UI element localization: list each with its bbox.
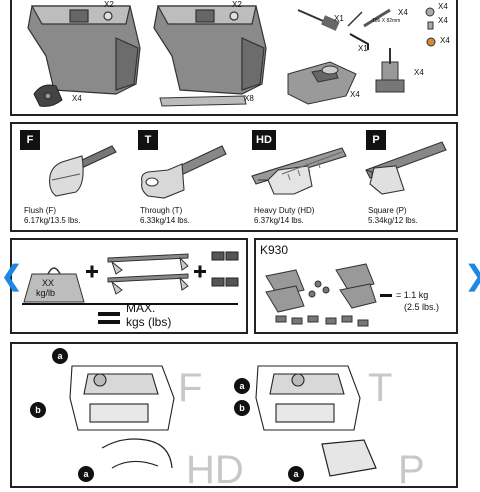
weight-unit-line1: XX (42, 278, 55, 288)
callout-a-through: a (234, 378, 250, 394)
small-hardware (425, 7, 436, 47)
foot-pad-1 (27, 5, 141, 95)
max-unit-label: kgs (lbs) (126, 315, 172, 329)
next-slide-button[interactable]: ❯ (464, 258, 480, 294)
kit-weight-line2: (2.5 lbs.) (404, 302, 440, 312)
qty-rod: X4 (398, 8, 408, 17)
kit-hardware (275, 280, 369, 327)
bracket-bolt (375, 48, 405, 93)
callout-b-flush: b (30, 402, 46, 418)
bar-weight-flush: 6.17kg/13.5 lbs. (24, 216, 81, 225)
bar-name-heavy-duty: Heavy Duty (HD) (254, 206, 315, 215)
tool-handle (297, 9, 363, 31)
max-load-panel: XX kg/lb MAX. kgs (lbs) (10, 238, 248, 334)
bar-weight-through: 6.33kg/14 lbs. (140, 216, 190, 225)
qty-knob: X4 (72, 94, 82, 103)
qty-tool: X1 (334, 14, 344, 23)
fit-letter-through: T (368, 366, 393, 410)
badge-flush: F (20, 130, 40, 150)
callout-b-through: b (234, 400, 250, 416)
lock-knob (33, 84, 63, 107)
qty-clamp: X4 (350, 90, 360, 99)
bar-weight-square: 5.34kg/12 lbs. (368, 216, 418, 225)
mini-feet (211, 251, 239, 287)
prev-slide-button[interactable]: ❮ (0, 259, 24, 292)
fitting-illustration (69, 365, 377, 477)
qty-washer: X4 (440, 36, 450, 45)
rubber-strip (159, 95, 247, 107)
parts-illustration (27, 5, 436, 107)
mini-bar-2 (107, 273, 189, 295)
fit-letter-square: P (398, 448, 425, 492)
callout-a-square: a (288, 466, 304, 482)
bar-square (365, 141, 447, 195)
bar-illustrations (49, 141, 447, 199)
badge-through: T (138, 130, 158, 150)
max-label: MAX. (126, 301, 156, 315)
bar-name-square: Square (P) (368, 206, 407, 215)
fit-letter-heavy-duty: HD (186, 448, 244, 492)
kit-panel: K930 = 1.1 kg (2.5 lbs.) (254, 238, 458, 334)
weight-icon (23, 273, 85, 303)
qty-foot-2: X2 (232, 0, 242, 9)
fit-letter-flush: F (178, 366, 203, 410)
equals-sign (98, 312, 120, 316)
weight-unit-line2: kg/lb (36, 288, 56, 298)
bar-through (141, 145, 227, 199)
kit-pad-2 (335, 263, 377, 309)
qty-strip: X8 (244, 94, 254, 103)
bar-name-through: Through (T) (140, 206, 183, 215)
fitting-panel: a b a b a a F T HD P (10, 342, 458, 492)
kit-weight-line1: = 1.1 kg (396, 290, 429, 300)
fit-diagram-heavy-duty (101, 438, 173, 469)
foot-pad-2 (153, 5, 267, 95)
kit-pad-1 (265, 269, 305, 313)
badge-square: P (366, 130, 386, 150)
fit-diagram-flush (69, 365, 175, 431)
fit-diagram-square (321, 439, 377, 477)
qty-bolt: X4 (438, 2, 448, 11)
mini-bar-1 (107, 253, 189, 275)
bar-flush (49, 145, 117, 197)
parts-panel: X2 X2 X4 X8 X1 X1 186 X 82mm X4 X4 X4 X4… (10, 0, 458, 116)
qty-nut: X4 (438, 16, 448, 25)
allen-key (349, 33, 369, 50)
rod-note: 186 X 82mm (372, 18, 401, 24)
qty-foot-1: X2 (104, 0, 114, 9)
bar-heavy-duty (251, 147, 347, 195)
kit-title: K930 (260, 243, 289, 257)
bar-weight-heavy-duty: 6.37kg/14 lbs. (254, 216, 304, 225)
kit-illustration (265, 263, 392, 327)
threaded-rod (363, 8, 391, 28)
kit-equals-sign (380, 294, 392, 297)
clamp-block (287, 61, 357, 105)
qty-bracket: X4 (414, 68, 424, 77)
callout-a-heavy-duty: a (78, 466, 94, 482)
qty-key: X1 (358, 44, 368, 53)
bar-types-panel: F T HD P Flush (F) 6.17kg/13.5 lbs. Thro… (10, 122, 458, 232)
callout-a-flush: a (52, 348, 68, 364)
fit-diagram-through (255, 365, 361, 431)
max-load-illustration (22, 251, 239, 324)
bar-name-flush: Flush (F) (24, 206, 56, 215)
badge-heavy-duty: HD (252, 130, 276, 150)
